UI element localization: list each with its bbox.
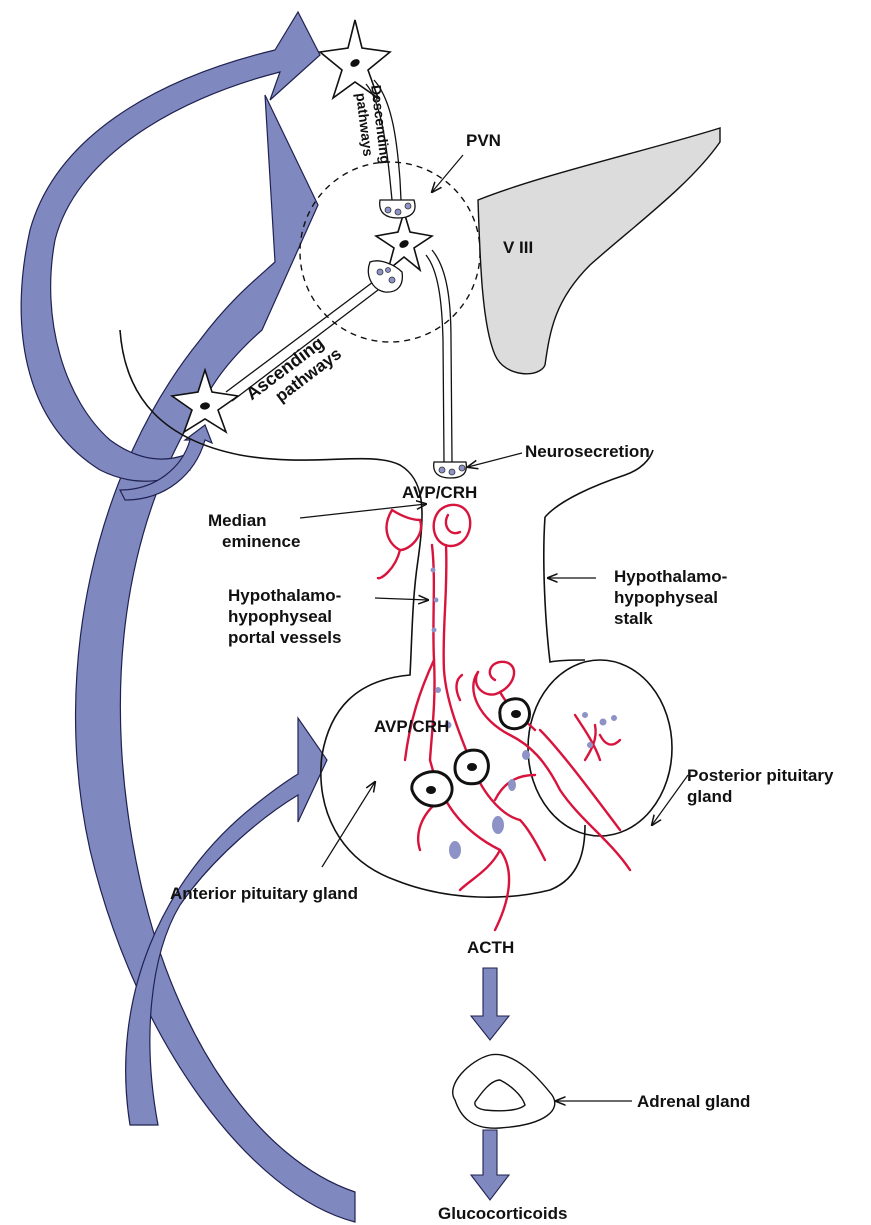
avp-crh-lower-label: AVP/CRH (374, 716, 449, 737)
neurosecretion-label: Neurosecretion (525, 441, 650, 462)
pvn-pointer (432, 155, 463, 192)
median-eminence-label: Median eminence (208, 510, 300, 552)
adrenal-gland (453, 1054, 555, 1128)
stalk-line1: Hypothalamo- (614, 566, 727, 587)
acth-arrow (471, 968, 509, 1040)
posterior-pituitary-label: Posterior pituitary gland (687, 765, 833, 807)
portal-line2: hypophyseal (228, 606, 341, 627)
neurosecretion-pointer (468, 453, 522, 467)
stalk-line3: stalk (614, 608, 727, 629)
median-line1: Median (208, 510, 300, 531)
posterior-line1: Posterior pituitary (687, 765, 833, 786)
median-line2: eminence (208, 531, 300, 552)
portal-pointer (375, 598, 428, 600)
anterior-pituitary-label: Anterior pituitary gland (170, 883, 358, 904)
posterior-line2: gland (687, 786, 833, 807)
v3-label: V III (503, 237, 533, 258)
glucocorticoid-arrow (471, 1130, 509, 1200)
anterior-pointer (322, 782, 375, 867)
stalk-label: Hypothalamo- hypophyseal stalk (614, 566, 727, 629)
median-pointer (300, 504, 426, 518)
portal-line3: portal vessels (228, 627, 341, 648)
feedback-arrow-main (76, 95, 355, 1222)
adrenal-gland-label: Adrenal gland (637, 1091, 750, 1112)
feedback-arrow-pituitary (126, 718, 327, 1125)
pvn-label: PVN (466, 130, 501, 151)
avp-crh-top-label: AVP/CRH (402, 482, 477, 503)
portal-line1: Hypothalamo- (228, 585, 341, 606)
stalk-line2: hypophyseal (614, 587, 727, 608)
pvn-circle (300, 162, 480, 342)
glucocorticoids-label: Glucocorticoids (438, 1203, 567, 1224)
portal-vessels-label: Hypothalamo- hypophyseal portal vessels (228, 585, 341, 648)
acth-label: ACTH (467, 937, 514, 958)
